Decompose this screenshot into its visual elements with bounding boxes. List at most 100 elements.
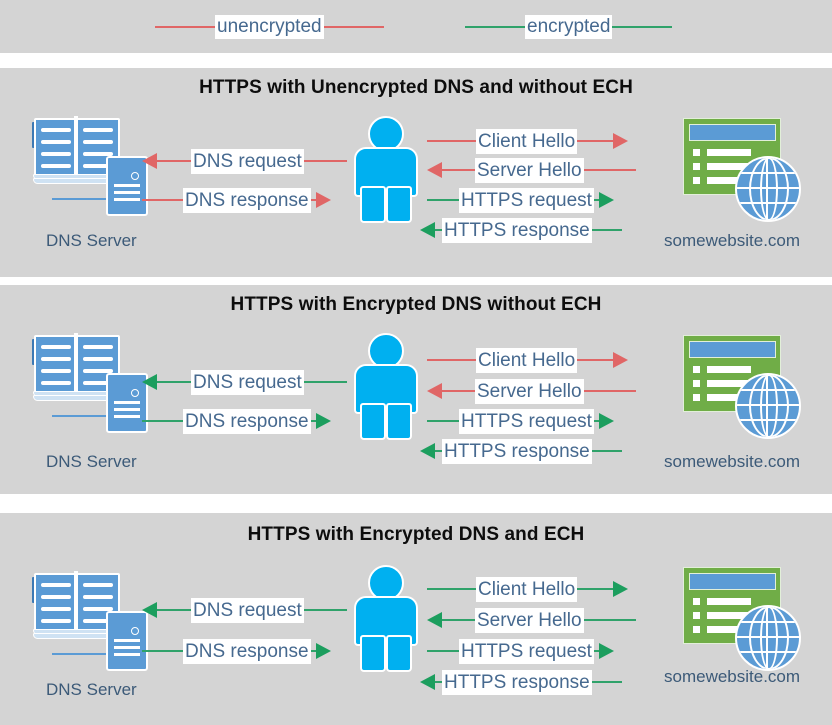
flow-dns-response-1: DNS response (142, 187, 331, 213)
flow-https-response-1: HTTPS response (420, 217, 622, 243)
browser-titlebar (689, 573, 776, 590)
arrow-left-icon (420, 222, 435, 238)
dns-server-label: DNS Server (46, 231, 137, 250)
legend-line-encrypted (465, 26, 525, 28)
flow-label: DNS response (183, 408, 311, 434)
panel-encrypted-dns-and-ech: HTTPS with Encrypted DNS and ECH DNS S (0, 513, 832, 725)
arrow-left-icon (420, 674, 435, 690)
flow-dns-request-2: DNS request (142, 369, 347, 395)
flow-label: Server Hello (475, 378, 584, 404)
arrow-left-icon (142, 153, 157, 169)
globe-icon (735, 605, 801, 671)
book-spine (74, 116, 78, 178)
flow-client-hello-2: Client Hello (427, 347, 629, 373)
flow-label: DNS response (183, 638, 311, 664)
globe-icon (735, 373, 801, 439)
arrow-right-icon (613, 133, 629, 149)
panel-title-1: HTTPS with Unencrypted DNS and without E… (199, 77, 633, 98)
flow-label: DNS request (191, 369, 304, 395)
user-head (368, 565, 404, 601)
legend-line-unencrypted (155, 26, 215, 28)
flow-client-hello-3: Client Hello (427, 576, 629, 602)
user-leg-right (386, 186, 412, 223)
arrow-left-icon (427, 612, 442, 628)
server-connector-line (52, 653, 110, 655)
flow-https-response-2: HTTPS response (420, 438, 622, 464)
panel-unencrypted-dns: HTTPS with Unencrypted DNS and without E… (0, 68, 832, 277)
dns-server-icon (32, 333, 152, 433)
dns-server-icon (32, 571, 152, 671)
website-label: somewebsite.com (664, 231, 801, 250)
arrow-left-icon (420, 443, 435, 459)
flow-https-request-2: HTTPS request (427, 408, 614, 434)
flow-label: HTTPS response (442, 438, 592, 464)
user-icon (351, 565, 418, 672)
book-page-left (34, 118, 78, 178)
flow-label: Client Hello (476, 347, 578, 373)
arrow-right-icon (598, 413, 614, 429)
flow-dns-response-2: DNS response (142, 408, 331, 434)
flow-label: Client Hello (476, 576, 578, 602)
flow-dns-request-3: DNS request (142, 597, 347, 623)
flow-label: DNS request (191, 148, 304, 174)
flow-label: HTTPS request (459, 187, 594, 213)
legend-label-unencrypted: unencrypted (215, 15, 324, 39)
user-leg-left (360, 635, 386, 672)
arrow-right-icon (613, 352, 629, 368)
user-leg-left (360, 403, 386, 440)
flow-label: Client Hello (476, 128, 578, 154)
arrow-right-icon (598, 192, 614, 208)
panel-title-3: HTTPS with Encrypted DNS and ECH (247, 524, 585, 545)
globe-icon (735, 156, 801, 222)
flow-server-hello-3: Server Hello (427, 607, 636, 633)
flow-https-request-3: HTTPS request (427, 638, 614, 664)
browser-titlebar (689, 341, 776, 358)
website-icon (683, 567, 801, 671)
dns-server-label: DNS Server (46, 680, 137, 699)
website-label: somewebsite.com (664, 452, 801, 471)
browser-titlebar (689, 124, 776, 141)
user-leg-right (386, 403, 412, 440)
flow-label: DNS request (191, 597, 304, 623)
user-icon (351, 333, 418, 440)
user-leg-right (386, 635, 412, 672)
flow-https-request-1: HTTPS request (427, 187, 614, 213)
panel-title-2: HTTPS with Encrypted DNS without ECH (230, 294, 602, 315)
flow-server-hello-1: Server Hello (427, 157, 636, 183)
book-page-left (34, 335, 78, 395)
book-page-left (34, 573, 78, 633)
legend-encrypted: encrypted (465, 15, 673, 39)
legend-band: unencrypted encrypted (0, 0, 832, 53)
arrow-right-icon (315, 192, 331, 208)
arrow-right-icon (315, 643, 331, 659)
flow-label: HTTPS response (442, 217, 592, 243)
flow-label: Server Hello (475, 157, 584, 183)
arrow-left-icon (142, 374, 157, 390)
server-tower-icon (106, 156, 148, 216)
server-connector-line (52, 415, 110, 417)
arrow-right-icon (598, 643, 614, 659)
user-leg-left (360, 186, 386, 223)
arrow-right-icon (315, 413, 331, 429)
flow-https-response-3: HTTPS response (420, 669, 622, 695)
flow-label: Server Hello (475, 607, 584, 633)
flow-server-hello-2: Server Hello (427, 378, 636, 404)
arrow-left-icon (427, 383, 442, 399)
panel-encrypted-dns-no-ech: HTTPS with Encrypted DNS without ECH D (0, 285, 832, 494)
website-icon (683, 335, 801, 439)
dns-server-label: DNS Server (46, 452, 137, 471)
book-icon (32, 116, 121, 184)
flow-label: HTTPS request (459, 638, 594, 664)
book-spine (74, 571, 78, 633)
arrow-left-icon (142, 602, 157, 618)
flow-label: HTTPS request (459, 408, 594, 434)
arrow-right-icon (613, 581, 629, 597)
user-icon (351, 116, 418, 223)
legend-label-encrypted: encrypted (525, 15, 613, 39)
flow-client-hello-1: Client Hello (427, 128, 629, 154)
server-connector-line (52, 198, 110, 200)
book-icon (32, 571, 121, 639)
legend-line-encrypted-2 (612, 26, 673, 28)
user-head (368, 333, 404, 369)
